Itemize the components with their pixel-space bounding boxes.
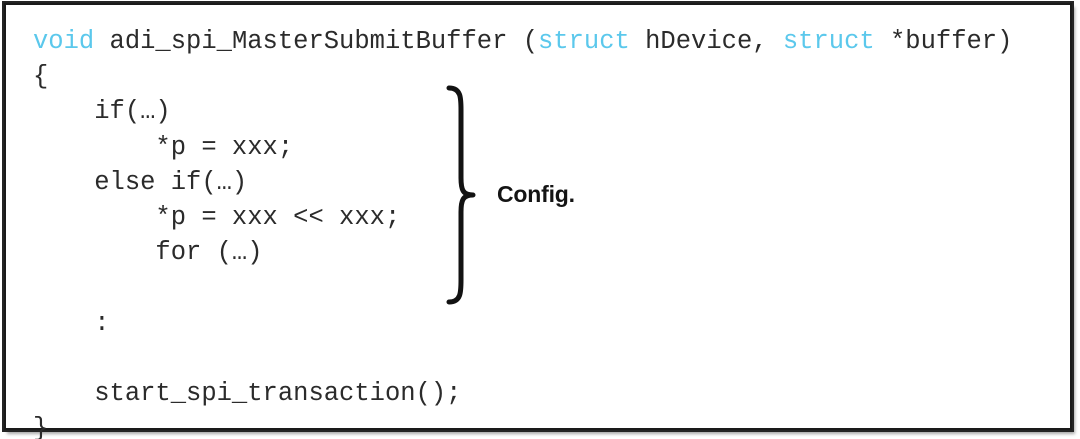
code-text: *buffer) [874, 27, 1013, 56]
code-text: : [33, 308, 110, 338]
code-keyword: struct [538, 27, 630, 56]
code-text: hDevice, [629, 27, 783, 56]
code-listing: void adi_spi_MasterSubmitBuffer (struct … [33, 24, 1012, 439]
line-blank-2 [33, 341, 1012, 376]
code-text: *p = xxx << xxx; [33, 202, 401, 232]
code-text: start_spi_transaction(); [33, 378, 462, 408]
line-colon: : [33, 306, 1012, 341]
line-close-brace: } [33, 411, 1012, 439]
code-text: *p = xxx; [33, 132, 294, 162]
code-text: for (…) [33, 238, 263, 268]
code-text: adi_spi_MasterSubmitBuffer ( [94, 27, 538, 56]
line-blank-1 [33, 270, 1012, 305]
line-if: if(…) [33, 94, 1012, 129]
figure-border [4, 3, 1072, 430]
code-text: } [33, 414, 49, 439]
line-assign-1: *p = xxx; [33, 130, 1012, 165]
code-text: if(…) [33, 97, 171, 127]
line-for: for (…) [33, 235, 1012, 270]
code-keyword: struct [782, 27, 875, 56]
line-signature: void adi_spi_MasterSubmitBuffer (struct … [33, 24, 1012, 59]
code-text: else if(…) [33, 167, 248, 197]
code-text: { [33, 62, 49, 92]
line-assign-2: *p = xxx << xxx; [33, 200, 1012, 235]
line-start-call: start_spi_transaction(); [33, 376, 1012, 411]
line-else-if: else if(…) [33, 165, 1012, 200]
brace-svg [446, 85, 476, 305]
line-open-brace: { [33, 59, 1012, 94]
code-keyword: void [33, 27, 95, 56]
right-curly-brace-icon [441, 84, 487, 306]
config-annotation-label: Config. [497, 181, 575, 207]
